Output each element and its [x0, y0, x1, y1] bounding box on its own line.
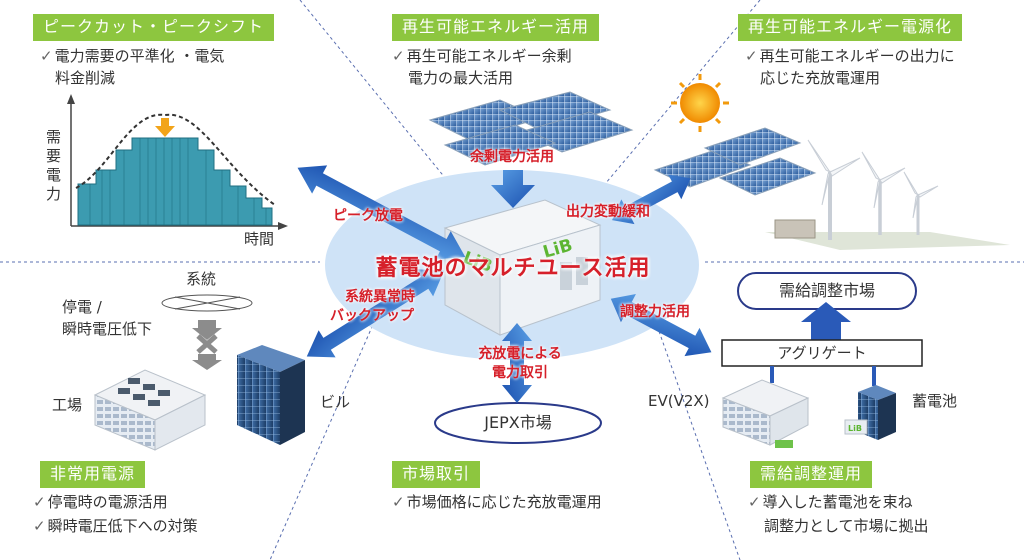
factory-label: 工場 [52, 396, 83, 414]
label-peak-discharge: ピーク放電 [333, 208, 403, 224]
outage-label-2: 瞬時電圧低下 [62, 320, 153, 338]
label-trade-2: 電力取引 [492, 365, 548, 381]
emergency-desc-2: ✓瞬時電圧低下への対策 [33, 517, 198, 535]
cut-arrow-icon [192, 320, 222, 370]
renewable-power-desc-2: 応じた充放電運用 [760, 69, 881, 87]
battery-site-image: LiB [844, 385, 896, 440]
battery-label: 蓄電池 [912, 392, 958, 410]
peak-chart [67, 94, 288, 230]
peak-cut-desc-2: 料金削減 [55, 69, 116, 87]
label-surplus: 余剰電力活用 [470, 149, 554, 165]
adjust-arrow [610, 294, 712, 357]
sun-icon [671, 74, 729, 132]
tag-renewable-use: 再生可能エネルギー活用 [392, 14, 600, 41]
renewable-use-desc-2: 電力の最大活用 [408, 69, 514, 87]
aggregate-label: アグリゲート [777, 344, 867, 362]
flow-arrows [297, 165, 712, 403]
peak-discharge-arrow [297, 165, 466, 260]
tag-renewable-power: 再生可能エネルギー電源化 [738, 14, 963, 41]
outage-label-1: 停電 / [62, 298, 102, 316]
renewable-use-desc-1: ✓再生可能エネルギー余剰 [392, 47, 572, 65]
tag-emergency-power: 非常用電源 [40, 461, 146, 488]
site-lib-logo: LiB [848, 424, 862, 433]
surplus-arrow [491, 170, 535, 208]
ev-facility-image [721, 379, 810, 448]
jepx-market-label: JEPX市場 [484, 413, 552, 432]
solar-panels-center [428, 91, 634, 166]
label-backup-2: バックアップ [330, 308, 414, 324]
tag-peak-cut: ピークカット・ピークシフト [33, 14, 275, 41]
backup-arrow [306, 269, 445, 358]
trade-arrow [502, 323, 532, 403]
aggregate-box [721, 339, 923, 367]
label-backup-1: 系統異常時 [345, 289, 415, 305]
wind-turbines [765, 139, 1010, 250]
building-label: ビル [320, 393, 351, 411]
supply-demand-market-label: 需給調整市場 [778, 281, 875, 300]
grid-ring-icon [161, 294, 253, 312]
supply-demand-desc-1: ✓導入した蓄電池を束ね [748, 493, 913, 511]
label-trade-1: 充放電による [478, 346, 562, 362]
factory-image [93, 369, 207, 451]
peak-cut-desc-1: ✓電力需要の平準化 ・電気 [40, 47, 225, 65]
emergency-desc-1: ✓停電時の電源活用 [33, 493, 168, 511]
grid-label: 系統 [186, 270, 217, 288]
tag-supply-demand-ops: 需給調整運用 [750, 461, 873, 488]
battery-unit-image: LiB LiB [443, 199, 602, 336]
office-building-image [237, 345, 305, 445]
center-title: 蓄電池のマルチユース活用 [375, 256, 651, 281]
chart-ylabel: 需要電力 [46, 128, 62, 203]
aggregate-links [770, 366, 876, 386]
market-up-arrow [801, 302, 851, 340]
ev-label: EV(V2X) [648, 392, 710, 410]
label-fluctuation: 出力変動緩和 [566, 204, 650, 220]
renewable-power-desc-1: ✓再生可能エネルギーの出力に [745, 47, 955, 65]
chart-xlabel: 時間 [244, 230, 275, 248]
fluctuation-arrow [612, 174, 691, 225]
label-adjust: 調整力活用 [620, 304, 690, 320]
jepx-market-ellipse [434, 402, 602, 444]
market-trading-desc: ✓市場価格に応じた充放電運用 [392, 493, 602, 511]
supply-demand-desc-2: 調整力として市場に拠出 [764, 517, 929, 535]
tag-market-trading: 市場取引 [392, 461, 481, 488]
